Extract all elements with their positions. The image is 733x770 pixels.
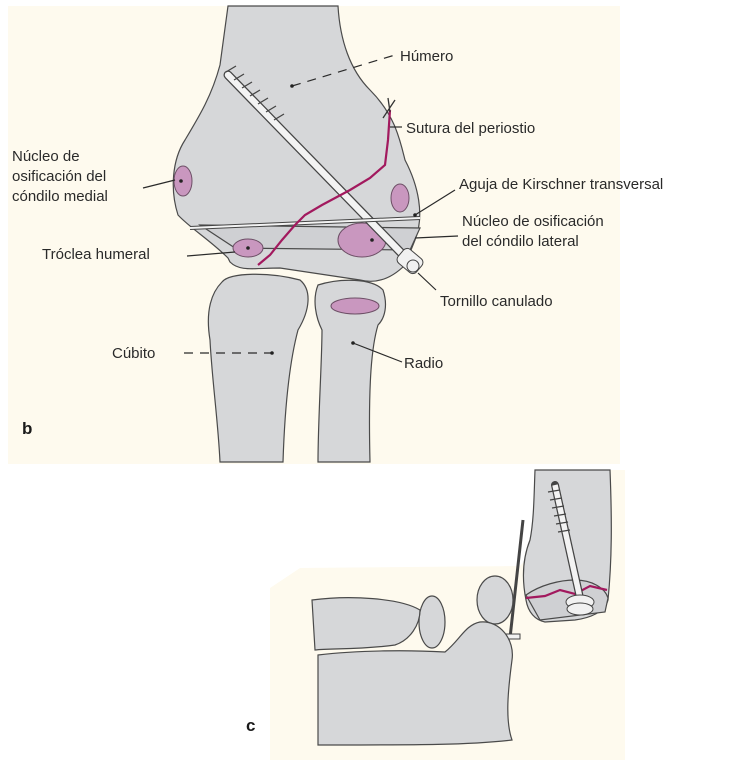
label-humerus: Húmero [400, 48, 453, 65]
label-radius: Radio [404, 355, 443, 372]
radius-head-nucleus [331, 298, 379, 314]
panel-label-c: c [246, 716, 255, 735]
label-cannulated-screw: Tornillo canulado [440, 293, 553, 310]
lateral-small-nucleus [391, 184, 409, 212]
label-periosteal-suture: Sutura del periostio [406, 120, 535, 137]
label-humeral-trochlea: Tróclea humeral [42, 246, 150, 263]
label-lateral-nucleus-line1: Núcleo de osificación [462, 213, 604, 230]
label-medial-nucleus-line1: Núcleo de [12, 148, 80, 165]
panel-label-b: b [22, 419, 32, 438]
medial-condyle-nucleus [174, 166, 192, 196]
label-medial-nucleus-line3: cóndilo medial [12, 188, 108, 205]
label-kirschner-wire: Aguja de Kirschner transversal [459, 176, 663, 193]
label-lateral-nucleus-line2: del cóndilo lateral [462, 233, 579, 250]
label-ulna: Cúbito [112, 345, 155, 362]
label-medial-nucleus-line2: osificación del [12, 168, 106, 185]
